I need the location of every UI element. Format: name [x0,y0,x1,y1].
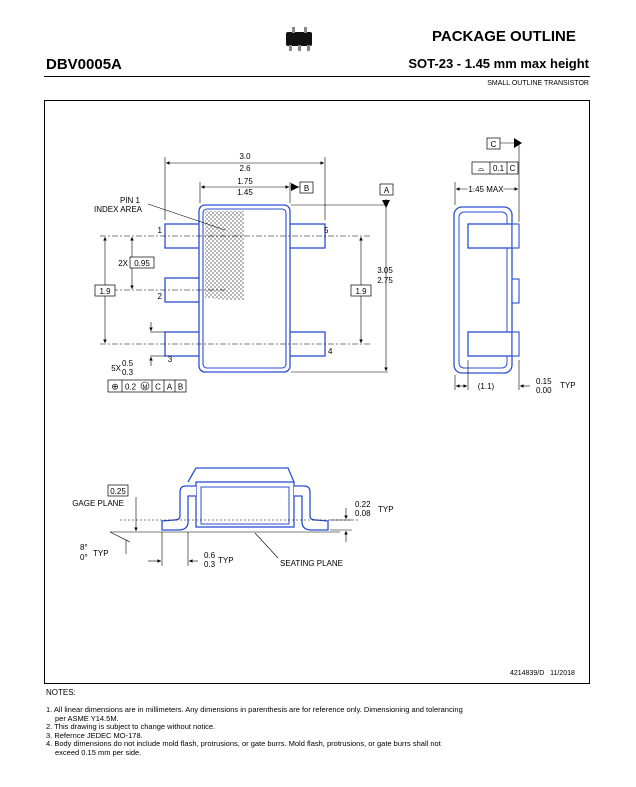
package-description: SOT-23 - 1.45 mm max height [408,56,589,71]
flatness-datum: C [510,164,516,173]
note-line: 2. This drawing is subject to change wit… [46,722,216,731]
pitch-value: 0.95 [134,259,150,268]
header-rule [44,76,590,77]
position-symbol: ⊕ [111,382,119,392]
body-length-max: 3.05 [377,266,393,275]
note-line: 3. Refernce JEDEC MO-178. [46,730,143,740]
pitch-prefix: 2X [118,259,128,268]
index-area [205,211,244,300]
height-label: 1.45 MAX [468,185,504,194]
lead-width-max: 0.5 [122,359,134,368]
lead-width-prefix: 5X [111,364,121,373]
body-length-min: 2.75 [377,276,393,285]
body-width-max: 1.75 [237,177,253,186]
gage-label: GAGE PLANE [72,499,124,508]
note-line: exceed 0.15 mm per side. [55,747,142,757]
notes-list: 1. All linear dimensions are in millimet… [46,705,586,757]
foot-typ: TYP [218,556,234,565]
datum-c: C [491,140,497,149]
pin-5-number: 5 [324,226,329,235]
foot-min: 0.3 [204,560,216,569]
overall-width-min: 2.6 [239,164,251,173]
body-width-min: 1.45 [237,188,253,197]
pin-3-number: 3 [168,355,173,364]
position-tol-value: 0.2 [125,383,137,392]
datum-b: B [304,184,309,193]
mmc-modifier: M [143,385,148,391]
standoff-ref: (1.1) [478,382,495,391]
angle-typ: TYP [93,549,109,558]
span-right: 1.9 [355,287,367,296]
foot-max: 0.6 [204,551,216,560]
angle-min: 0° [80,553,88,562]
pin1-label: PIN 1 [120,196,141,205]
top-view: B A 3.0 2.6 1.75 1.45 3.05 2.75 PIN 1 IN… [94,152,394,393]
lead-thk-max: 0.22 [355,500,371,509]
tol-datum-a: A [167,383,173,392]
span-left: 1.9 [99,287,111,296]
index-area-label: INDEX AREA [94,205,143,214]
standoff-typ: TYP [560,381,576,390]
package-icon [286,27,312,51]
tol-datum-b: B [178,383,183,392]
package-type: SMALL OUTLINE TRANSISTOR [487,80,589,87]
pin-4-number: 4 [328,347,333,356]
overall-width-max: 3.0 [239,152,251,161]
note-line: 1. All linear dimensions are in millimet… [46,705,463,714]
note-line: per ASME Y14.5M. [55,713,119,723]
lead-thk-min: 0.08 [355,509,371,518]
angle-max: 8° [80,543,88,552]
page-title: PACKAGE OUTLINE [432,28,576,45]
drawing-frame [44,100,590,684]
note-line: 4. Body dimensions do not include mold f… [46,739,441,748]
flatness-value: 0.1 [493,164,505,173]
standoff-min: 0.00 [536,386,552,395]
pin-2-number: 2 [158,292,163,301]
position-tolerance-frame: ⊕ 0.2 M C A B [107,379,187,393]
gage-value: 0.25 [110,487,126,496]
standoff-max: 0.15 [536,377,552,386]
lead-thk-typ: TYP [378,505,394,514]
detail-view: 0.25 GAGE PLANE 0.22 0.08 TYP 8° 0° TYP … [72,467,394,569]
lead-width-min: 0.3 [122,368,134,377]
side-view: C ⌓ 0.1 C 1.45 MAX (1.1) 0.15 0.00 TYP [453,137,576,395]
part-number: DBV0005A [46,56,122,73]
flatness-symbol: ⌓ [478,164,485,173]
document-reference: 4214839/D 11/2018 [510,670,575,677]
datum-a: A [384,186,390,195]
tol-datum-c: C [155,383,161,392]
notes-title: NOTES: [46,688,76,697]
pin-1-number: 1 [158,226,163,235]
seating-label: SEATING PLANE [280,559,343,568]
